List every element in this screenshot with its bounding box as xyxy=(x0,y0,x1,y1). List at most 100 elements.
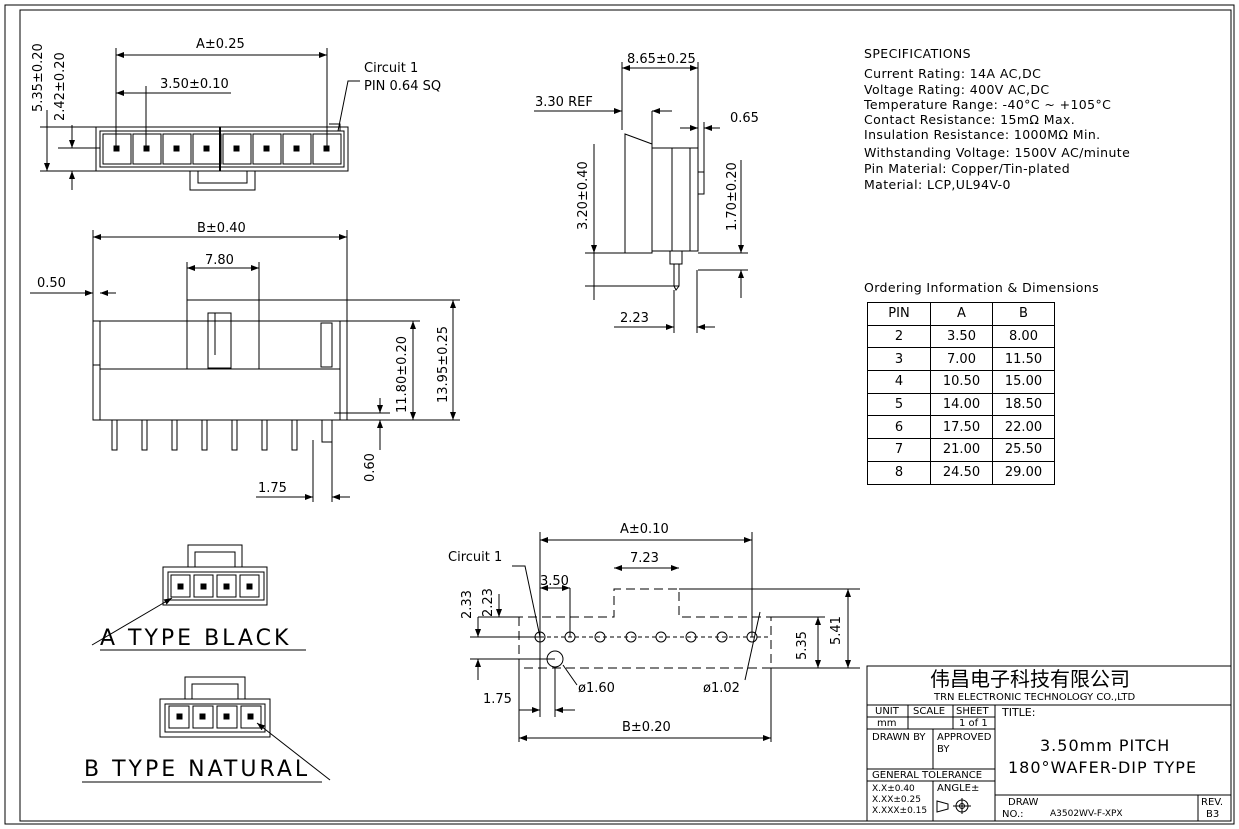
company-name-en: TRN ELECTRONIC TECHNOLOGY CO.,LTD xyxy=(934,692,1136,703)
table-cell: 10.50 xyxy=(930,370,993,394)
front-view xyxy=(30,230,460,502)
approved-label: APPROVED xyxy=(937,732,992,743)
dim-060: 0.60 xyxy=(363,453,378,482)
table-cell: 3.50 xyxy=(930,324,993,349)
table-cell: 22.00 xyxy=(992,415,1055,440)
pin-cells xyxy=(102,133,342,165)
table-cell: 24.50 xyxy=(930,460,993,485)
spec-line: Voltage Rating: 400V AC,DC xyxy=(864,82,1050,97)
title-block-lines xyxy=(866,665,1232,822)
projection-symbol-icon xyxy=(936,798,971,814)
dim-350: 3.50 xyxy=(540,574,569,589)
dim-065: 0.65 xyxy=(730,111,759,126)
a-type-label: A TYPE BLACK xyxy=(100,626,292,651)
dim-223: 2.23 xyxy=(620,311,649,326)
dim-1180-020: 11.80±0.20 xyxy=(395,335,410,413)
spec-line: Pin Material: Copper/Tin-plated xyxy=(864,161,1071,176)
title-line-2: 180°WAFER-DIP TYPE xyxy=(1008,758,1198,777)
scale-label: SCALE xyxy=(913,706,946,717)
spec-line: Temperature Range: -40°C ~ +105°C xyxy=(864,97,1112,112)
column-header: PIN xyxy=(867,302,931,326)
table-cell: 11.50 xyxy=(992,347,1055,372)
general-tolerance-label: GENERAL TOLERANCE xyxy=(872,770,983,781)
approved-by-label: BY xyxy=(937,744,950,755)
circuit1-label: Circuit 1 xyxy=(364,61,419,76)
spec-line: Material: LCP,UL94V-0 xyxy=(864,177,1011,192)
company-name-cn: 伟昌电子科技有限公司 xyxy=(930,667,1130,691)
dim-050: 0.50 xyxy=(37,276,66,291)
tolerance-1: X.X±0.40 xyxy=(872,784,915,794)
dim-a-010: A±0.10 xyxy=(620,522,669,537)
title-label: TITLE: xyxy=(1002,706,1036,719)
rev-value: B3 xyxy=(1206,809,1220,820)
ordering-heading: Ordering Information & Dimensions xyxy=(864,280,1100,295)
dim-b-040: B±0.40 xyxy=(197,221,246,236)
b-type-label: B TYPE NATURAL xyxy=(84,757,311,782)
table-cell: 3 xyxy=(867,347,931,372)
dim-535-020: 5.35±0.20 xyxy=(31,43,46,112)
b-type-view xyxy=(82,676,331,783)
draw-no: A3502WV-F-XPX xyxy=(1050,809,1123,819)
dim-b-020: B±0.20 xyxy=(622,720,671,735)
table-cell: 18.50 xyxy=(992,392,1055,417)
dim-a-025: A±0.25 xyxy=(196,37,245,52)
table-cell: 8.00 xyxy=(992,324,1055,349)
outer-frame xyxy=(4,4,1235,825)
sheet-value: 1 of 1 xyxy=(959,718,988,729)
a-type-view xyxy=(91,544,306,651)
dim-780: 7.80 xyxy=(205,253,234,268)
dim-330-ref: 3.30 REF xyxy=(535,95,593,110)
phi-102: ø1.02 xyxy=(703,681,740,696)
dim-865-025: 8.65±0.25 xyxy=(627,52,696,67)
inner-frame xyxy=(19,9,1232,822)
draw-no-label: DRAW xyxy=(1008,797,1039,808)
table-cell: 7 xyxy=(867,438,931,462)
dim-723: 7.23 xyxy=(630,551,659,566)
table-header-row: PIN A B xyxy=(867,302,1055,326)
dim-242-020: 2.42±0.20 xyxy=(53,52,68,121)
column-header: A xyxy=(930,302,993,326)
circuit1-pcb-label: Circuit 1 xyxy=(448,550,503,565)
table-cell: 21.00 xyxy=(930,438,993,462)
dim-350-010: 3.50±0.10 xyxy=(160,77,229,92)
side-view xyxy=(534,62,748,333)
dim-1395-025: 13.95±0.25 xyxy=(436,325,451,403)
dim-175: 1.75 xyxy=(258,481,287,496)
table-cell: 29.00 xyxy=(992,460,1055,485)
phi-160: ø1.60 xyxy=(578,681,615,696)
unit-value: mm xyxy=(877,718,897,729)
title-line-1: 3.50mm PITCH xyxy=(1040,736,1171,755)
spec-heading: SPECIFICATIONS xyxy=(864,46,972,61)
unit-label: UNIT xyxy=(875,706,899,717)
table-cell: 25.50 xyxy=(992,438,1055,462)
table-cell: 14.00 xyxy=(930,392,993,417)
dim-175b: 1.75 xyxy=(483,692,512,707)
column-header: B xyxy=(992,302,1055,326)
top-view xyxy=(40,48,360,191)
pcb-layout xyxy=(470,532,860,742)
dim-223b: 2.23 xyxy=(481,588,496,617)
spec-line: Contact Resistance: 15mΩ Max. xyxy=(864,112,1076,127)
dim-541: 5.41 xyxy=(829,616,844,645)
table-cell: 6 xyxy=(867,415,931,440)
table-cell: 2 xyxy=(867,324,931,349)
spec-line: Withstanding Voltage: 1500V AC/minute xyxy=(864,145,1131,160)
table-cell: 4 xyxy=(867,370,931,394)
sheet-label: SHEET xyxy=(956,706,989,717)
table-cell: 17.50 xyxy=(930,415,993,440)
angle-label: ANGLE± xyxy=(937,783,980,794)
dip-pins xyxy=(111,419,333,451)
dim-320-040: 3.20±0.40 xyxy=(576,161,591,230)
table-cell: 7.00 xyxy=(930,347,993,372)
rev-label: REV. xyxy=(1201,797,1223,808)
table-cell: 5 xyxy=(867,392,931,417)
